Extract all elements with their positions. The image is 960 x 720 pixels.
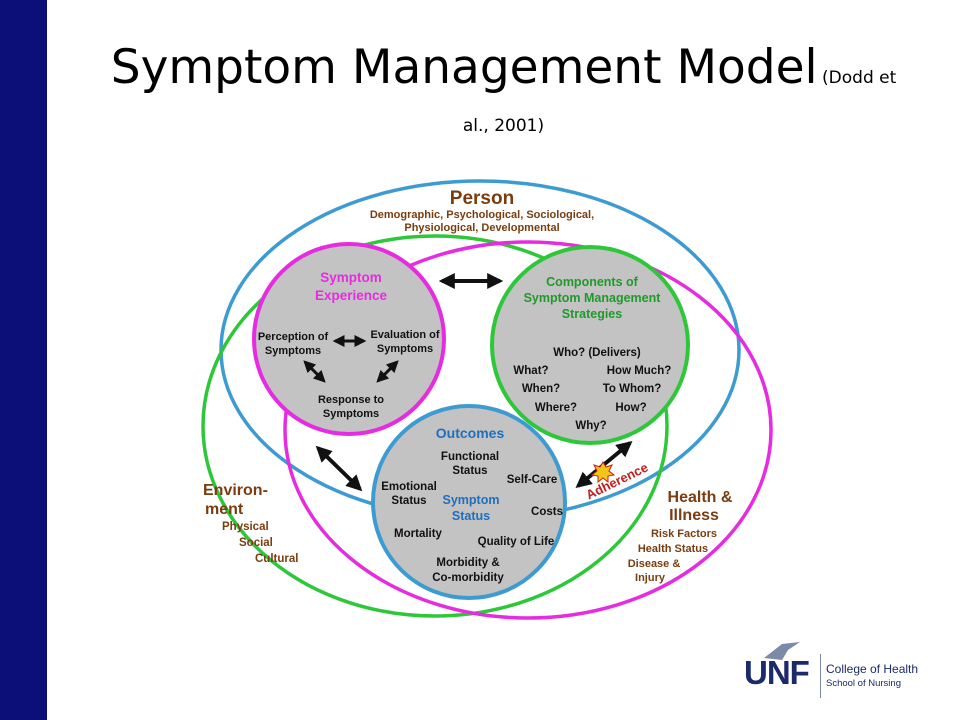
health-title-1: Health & <box>668 489 733 506</box>
strategy-who: Who? (Delivers) <box>553 347 641 359</box>
response-label-1: Response to <box>318 394 384 406</box>
outcomes-title: Outcomes <box>436 425 505 441</box>
perception-label-1: Perception of <box>258 331 329 343</box>
title-citation-open: (Dodd et <box>822 68 897 88</box>
environment-physical: Physical <box>222 521 269 533</box>
person-line1: Demographic, Psychological, Sociological… <box>370 209 594 221</box>
logo-divider <box>820 654 821 698</box>
outcome-self-care: Self-Care <box>507 474 558 486</box>
strategy-what: What? <box>513 365 548 377</box>
title-main: Symptom Management Model <box>110 40 818 95</box>
strategy-why: Why? <box>575 420 606 432</box>
outcome-functional-2: Status <box>452 465 487 477</box>
outcome-emotional-2: Status <box>391 495 426 507</box>
environment-title-2: ment <box>205 501 244 518</box>
person-title: Person <box>450 188 514 209</box>
environment-ellipse <box>201 234 669 618</box>
outcomes-circle <box>371 404 567 600</box>
health-status: Health Status <box>638 543 708 555</box>
evaluation-label-1: Evaluation of <box>370 329 439 341</box>
health-title-2: Illness <box>669 507 719 524</box>
logo-school: School of Nursing <box>826 678 901 689</box>
adherence-burst-icon <box>590 461 616 484</box>
evaluation-label-2: Symptoms <box>377 343 433 355</box>
logo-wordmark: UNF <box>744 654 810 691</box>
outcome-quality-of-life: Quality of Life <box>478 536 555 548</box>
health-disease-2: Injury <box>635 572 666 584</box>
health-illness-ellipse <box>283 240 773 620</box>
outcome-morbidity-1: Morbidity & <box>436 557 499 569</box>
osprey-icon <box>764 642 800 660</box>
slide-title: Symptom Management Model (Dodd et <box>47 44 960 91</box>
person-line2: Physiological, Developmental <box>404 222 559 234</box>
left-accent-bar <box>0 0 47 720</box>
logo-college: College of Health <box>826 662 919 676</box>
experience-title-2: Experience <box>315 288 388 303</box>
experience-outcomes-arrow <box>315 445 363 492</box>
perception-label-2: Symptoms <box>265 345 321 357</box>
strategies-title-2: Symptom Management <box>524 291 662 305</box>
outcome-mortality: Mortality <box>394 528 443 540</box>
outcome-symptom-status-1: Symptom <box>443 493 500 507</box>
title-citation-close: al., 2001) <box>462 116 545 136</box>
strategies-title-3: Strategies <box>562 307 622 321</box>
outcome-costs: Costs <box>531 506 563 518</box>
outcome-functional-1: Functional <box>441 451 499 463</box>
environment-title-1: Environ- <box>203 482 268 499</box>
evaluation-response-arrow <box>376 360 399 383</box>
experience-title-1: Symptom <box>320 270 382 285</box>
strategy-where: Where? <box>535 402 577 414</box>
health-disease-1: Disease & <box>628 558 681 570</box>
strategy-how-much: How Much? <box>607 365 672 377</box>
environment-social: Social <box>239 537 273 549</box>
strategies-title-1: Components of <box>546 275 638 289</box>
outcome-morbidity-2: Co-morbidity <box>432 572 504 584</box>
strategy-how: How? <box>615 402 646 414</box>
outcome-symptom-status-2: Status <box>452 509 490 523</box>
strategy-when: When? <box>522 383 560 395</box>
unf-logo: UNF College of Health School of Nursing <box>742 640 942 704</box>
response-label-2: Symptoms <box>323 408 379 420</box>
strategy-to-whom: To Whom? <box>603 383 662 395</box>
environment-cultural: Cultural <box>255 553 298 565</box>
perception-response-arrow <box>303 360 326 383</box>
outcome-emotional-1: Emotional <box>381 481 437 493</box>
health-risk-factors: Risk Factors <box>651 528 717 540</box>
